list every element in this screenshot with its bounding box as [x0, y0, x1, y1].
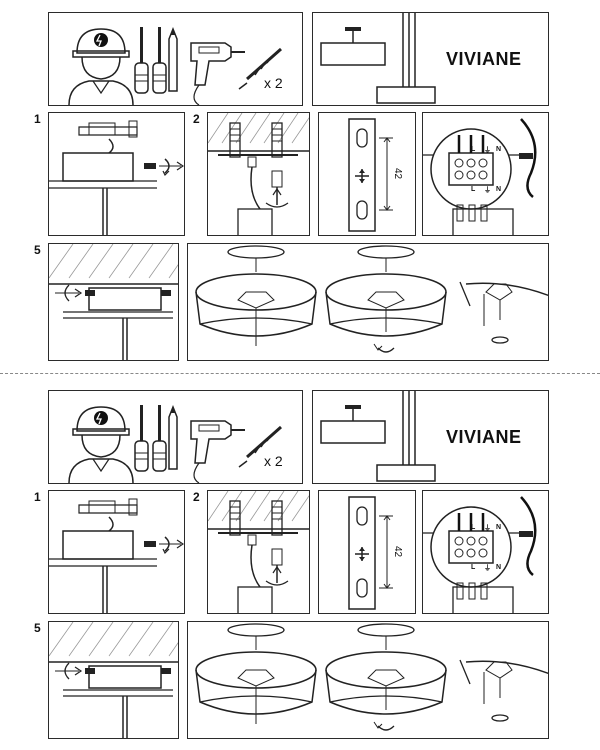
step-3-panel: 42: [318, 112, 416, 236]
step-1-panel: [48, 112, 185, 236]
tools-panel: x 2: [48, 12, 303, 106]
drill-icon: [190, 42, 245, 105]
terminal-block-illustration: [423, 118, 537, 235]
lamp-illustration: [320, 13, 436, 104]
step-number: 2: [193, 490, 200, 504]
step-number: 5: [34, 243, 41, 257]
step-1-illustration: [49, 498, 184, 613]
screwdriver-icon: [134, 405, 167, 472]
terminal-live-label: L: [471, 564, 476, 571]
step-3-panel: 42: [318, 490, 416, 614]
step-number: 1: [34, 490, 41, 504]
step-4-panel: L ⏚ N L ⏚ N: [422, 490, 549, 614]
terminal-neutral-label: N: [496, 524, 502, 531]
step-number: 2: [193, 112, 200, 126]
tools-panel: x 2: [48, 390, 303, 484]
step-2-panel: [207, 490, 310, 614]
electrician-icon: [68, 406, 134, 483]
step-number: 5: [34, 621, 41, 635]
terminal-earth-label: ⏚: [484, 187, 491, 194]
step-4-panel: L ⏚ N L ⏚ N: [422, 112, 549, 236]
product-title: VIVIANE: [446, 49, 522, 69]
step-1-illustration: [49, 120, 184, 235]
screwdriver-icon: [134, 27, 167, 94]
terminal-live-label: L: [471, 186, 476, 193]
step-1-panel: [48, 490, 185, 614]
bracket-illustration: [348, 118, 393, 232]
drill-quantity-label: x 2: [264, 75, 283, 91]
step-5-illustration: [49, 622, 178, 738]
terminal-neutral-label: N: [496, 186, 502, 193]
instruction-sheet-bottom: x 2 VIVIANE 1: [0, 378, 600, 750]
step-6-illustration: [195, 623, 548, 731]
terminal-earth-label: ⏚: [484, 147, 491, 154]
pencil-icon: [168, 404, 178, 470]
step-6-illustration: [195, 245, 548, 353]
pencil-icon: [168, 26, 178, 92]
terminal-live-label: L: [471, 524, 476, 531]
terminal-neutral-label: N: [496, 146, 502, 153]
terminal-earth-label: ⏚: [484, 525, 491, 532]
step-2-illustration: [208, 113, 309, 235]
lamp-illustration: [320, 391, 436, 482]
bracket-dimension-label: 42: [392, 546, 403, 558]
electrician-icon: [68, 28, 134, 105]
drill-icon: [190, 420, 245, 483]
step-6-panel: [187, 243, 549, 361]
step-6-panel: [187, 621, 549, 739]
drill-quantity-label: x 2: [264, 453, 283, 469]
step-5-panel: [48, 621, 179, 739]
instruction-sheet-top: x 2 VIVIANE 1: [0, 0, 600, 372]
bracket-illustration: [348, 496, 393, 610]
step-number: 1: [34, 112, 41, 126]
step-5-illustration: [49, 244, 178, 360]
bracket-dimension-label: 42: [392, 168, 403, 180]
terminal-earth-label: ⏚: [484, 565, 491, 572]
step-2-panel: [207, 112, 310, 236]
product-panel: VIVIANE: [312, 12, 549, 106]
cut-line-divider: [0, 373, 600, 378]
step-2-illustration: [208, 491, 309, 613]
product-title: VIVIANE: [446, 427, 522, 447]
terminal-block-illustration: [423, 496, 537, 613]
step-5-panel: [48, 243, 179, 361]
terminal-live-label: L: [471, 146, 476, 153]
product-panel: VIVIANE: [312, 390, 549, 484]
terminal-neutral-label: N: [496, 564, 502, 571]
wall-plug-icon: [238, 425, 282, 468]
wall-plug-icon: [238, 47, 282, 90]
